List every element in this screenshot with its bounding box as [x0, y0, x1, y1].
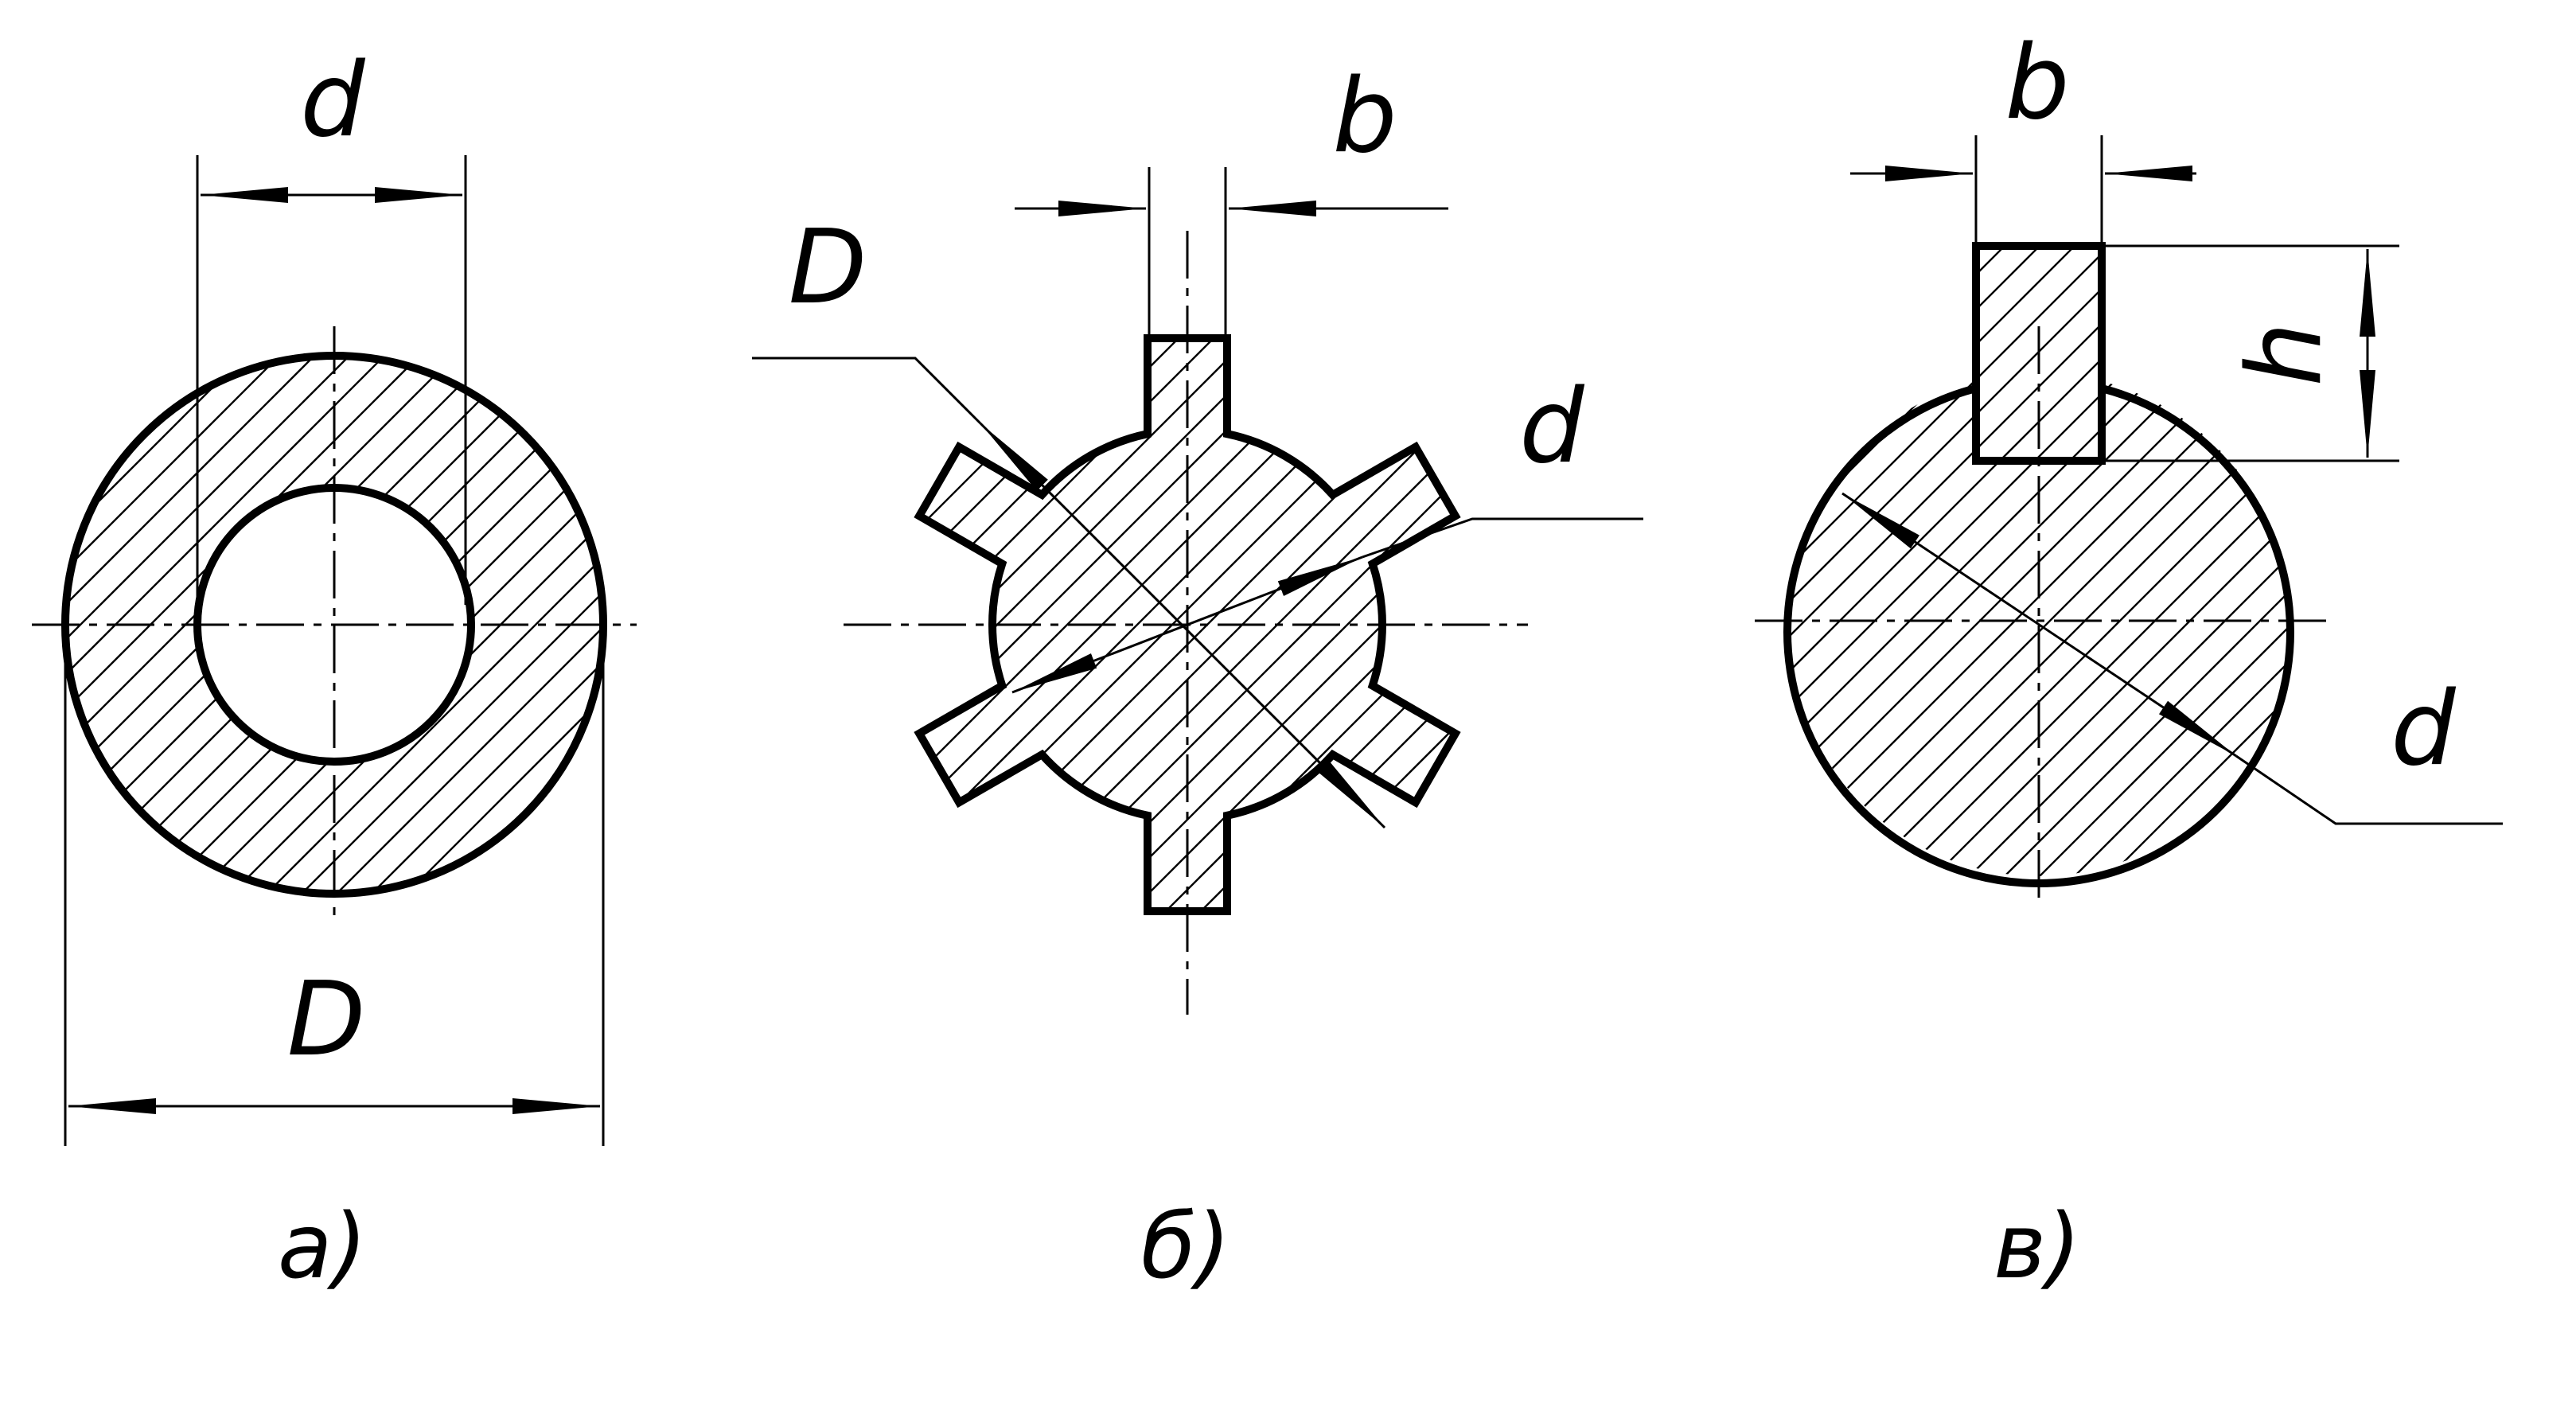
figure-a: d D а) — [32, 41, 637, 1299]
figure-c-label-h: h — [2226, 322, 2344, 386]
figure-b-label-b: b — [1332, 57, 1397, 176]
figure-c-leader-d — [2235, 754, 2503, 825]
figure-a-label-d: d — [300, 41, 365, 160]
figure-a-caption: а) — [278, 1195, 367, 1299]
figure-c-label-b: b — [2005, 24, 2069, 142]
figure-c: b h d в) — [1755, 24, 2503, 1299]
figure-a-label-D: D — [287, 961, 366, 1079]
figure-b-leader-D — [752, 357, 982, 425]
figure-b-leader-d — [1362, 517, 1643, 559]
figure-b: b D d б) — [752, 57, 1643, 1299]
figure-b-label-d: d — [1519, 368, 1584, 486]
figure-b-label-D: D — [789, 209, 867, 327]
figure-b-caption: б) — [1141, 1195, 1231, 1299]
figure-c-caption: в) — [1993, 1195, 2081, 1299]
figure-c-label-d: d — [2391, 670, 2456, 789]
figure-b-dim-line-d — [1011, 555, 1363, 694]
figure-c-dim-line-d — [1841, 492, 2237, 758]
